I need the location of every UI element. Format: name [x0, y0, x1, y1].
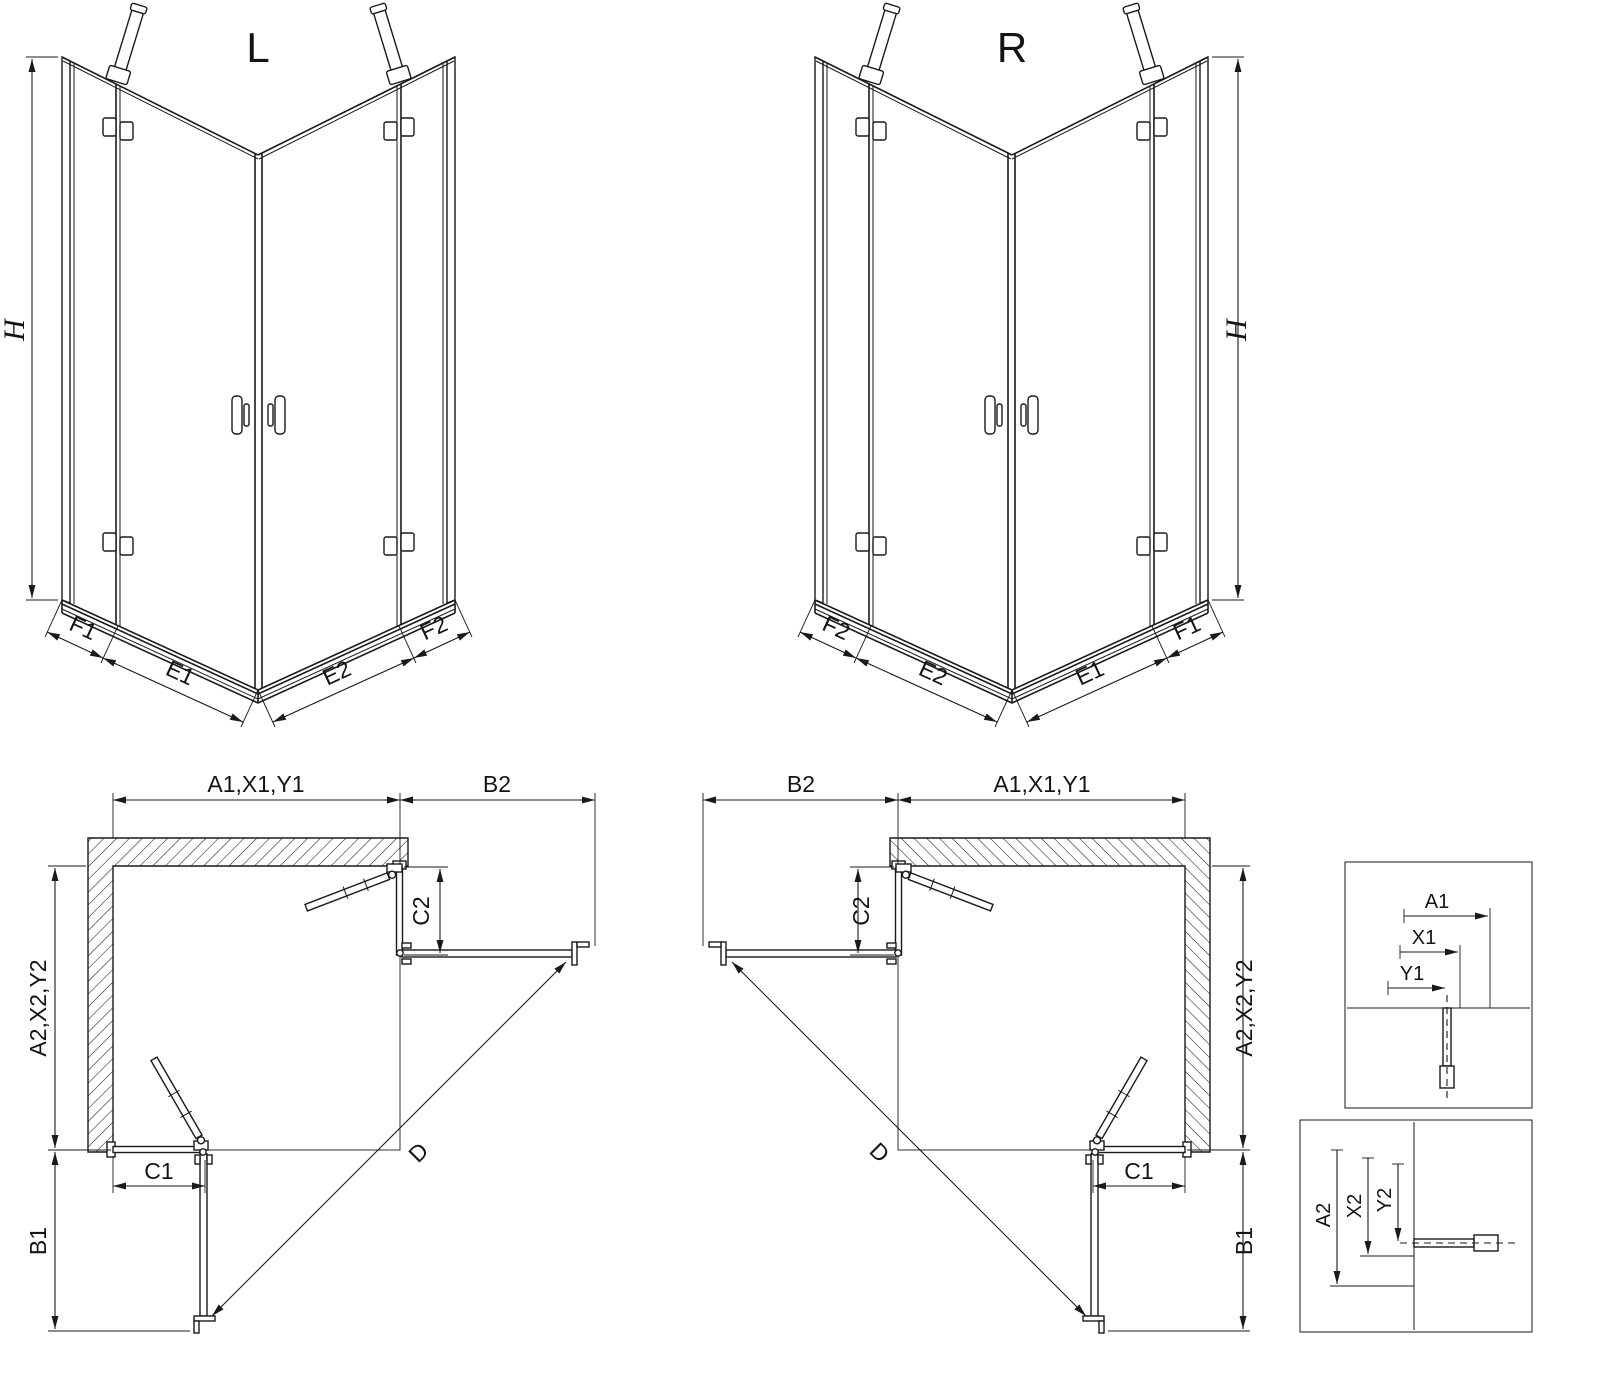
detail-dim-y2 — [1392, 1163, 1404, 1241]
dim-label-a2x2y2-left: A2,X2,Y2 — [25, 959, 51, 1056]
detail-label-y2: Y2 — [1374, 1188, 1396, 1212]
door-ajar-top — [304, 863, 403, 912]
detail-label-x1: X1 — [1412, 927, 1436, 949]
dim-label-b2-left: B2 — [483, 771, 511, 797]
detail-box-bottom: A2 X2 Y2 — [1299, 1119, 1533, 1333]
detail-label-y1: Y1 — [1400, 963, 1424, 985]
detail-dim-x1 — [1399, 945, 1458, 959]
detail-box-top: A1 X1 Y1 — [1344, 861, 1533, 1109]
dim-side-fixed — [404, 866, 448, 956]
dim-height — [26, 56, 58, 601]
dim-bottom-chain — [44, 599, 473, 728]
glass-panel-right — [257, 55, 456, 691]
dim-label-c1-right: C1 — [1124, 1158, 1153, 1184]
plan-view-right-linework — [703, 793, 1250, 1333]
detail-label-x2: X2 — [1344, 1194, 1366, 1218]
dim-label-a1x1y1-left: A1,X1,Y1 — [207, 771, 304, 797]
detail-dim-y1 — [1387, 981, 1445, 995]
glass-panel-left — [61, 55, 259, 691]
dim-diagonal-entry — [211, 961, 567, 1317]
variant-label-left: L — [246, 24, 269, 71]
door-handles — [231, 395, 286, 435]
door-hinges — [102, 117, 415, 556]
dim-label-a2x2y2-right: A2,X2,Y2 — [1231, 959, 1257, 1056]
dim-label-b1-left: B1 — [25, 1227, 51, 1255]
front-view-linework — [26, 2, 473, 728]
door-open-side — [396, 941, 590, 966]
top-mount-bracket-left — [105, 2, 148, 86]
corner-edge — [254, 153, 263, 689]
shower-tray-outline — [112, 865, 401, 1151]
dim-depth-side — [48, 865, 111, 1151]
dim-label-c2-right: C2 — [848, 896, 874, 925]
dim-width-top — [112, 793, 596, 946]
detail-dim-a1 — [1403, 909, 1488, 923]
dim-door-span — [48, 1152, 190, 1332]
dim-label-d-right: D — [865, 1137, 895, 1167]
detail-label-a2: A2 — [1313, 1203, 1335, 1227]
dim-label-d-left: D — [403, 1137, 433, 1167]
door-open-bottom — [193, 1148, 216, 1334]
dim-label-h-left: H — [0, 317, 31, 342]
top-mount-bracket-right — [369, 2, 412, 86]
detail-dim-x2 — [1362, 1157, 1374, 1254]
dim-label-c1-left: C1 — [144, 1158, 173, 1184]
dim-label-a1x1y1-right: A1,X1,Y1 — [993, 771, 1090, 797]
door-ajar-bottom — [150, 1056, 209, 1151]
fixed-panel-bottom — [106, 1141, 201, 1158]
variant-label-right: R — [997, 24, 1027, 71]
bottom-threshold-frame — [61, 600, 456, 704]
dim-label-b2-right: B2 — [787, 771, 815, 797]
detail-label-a1: A1 — [1425, 891, 1449, 913]
plan-view-linework — [48, 793, 596, 1334]
dim-label-h-right: H — [1220, 317, 1253, 342]
dim-bottom-fixed — [112, 1156, 206, 1193]
dim-label-c2-left: C2 — [408, 896, 434, 925]
detail-dim-a2 — [1331, 1149, 1343, 1284]
dim-label-b1-right: B1 — [1231, 1227, 1257, 1255]
